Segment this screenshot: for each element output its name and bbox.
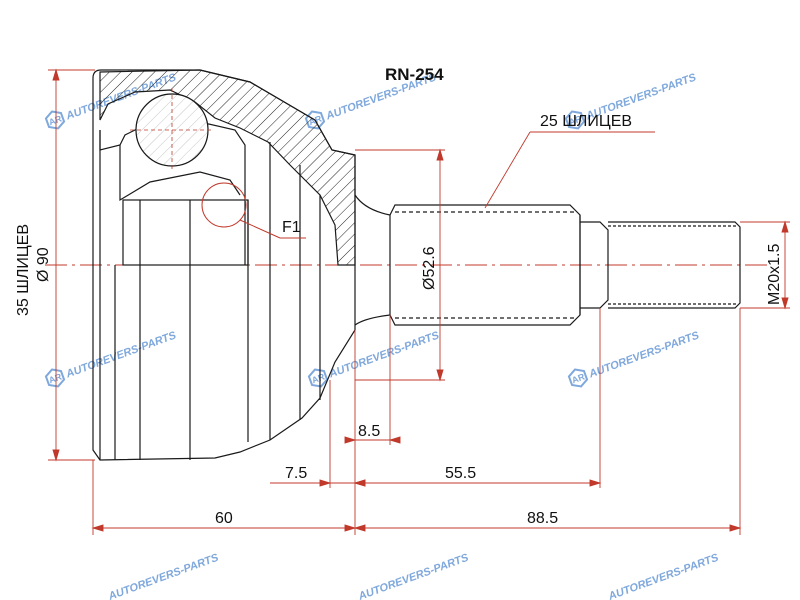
ball-centerlines	[130, 88, 214, 172]
part-number-title: RN-254	[385, 65, 444, 84]
threaded-end	[608, 221, 741, 309]
abs-diameter-label: Ø 90	[35, 247, 52, 282]
watermark-text: AUTOREVERS-PARTS	[106, 552, 221, 600]
watermark-text: AUTOREVERS-PARTS	[356, 552, 471, 600]
dimension-lines	[48, 68, 790, 535]
detail-circle	[201, 182, 247, 228]
watermark-text: AUTOREVERS-PARTS	[327, 329, 442, 381]
dim-88-5: 88.5	[527, 510, 558, 527]
detail-leader	[239, 219, 281, 239]
watermark-text: AUTOREVERS-PARTS	[587, 329, 702, 381]
joint-housing	[92, 69, 391, 461]
inner-hub	[122, 199, 249, 266]
watermark-text: AUTOREVERS-PARTS	[606, 552, 721, 600]
watermark: AUTOREVERS-PARTS	[606, 552, 721, 600]
dim-55-5: 55.5	[445, 465, 476, 482]
dim-7-5: 7.5	[285, 465, 307, 482]
watermark: AUTOREVERS-PARTS	[566, 329, 702, 391]
inner-race-lower	[119, 145, 241, 202]
splines-outer-label: 25 ШЛИЦЕВ	[540, 113, 632, 130]
dim-60: 60	[215, 510, 233, 527]
dim-8-5: 8.5	[358, 423, 380, 440]
stem-transition	[354, 194, 391, 216]
housing-section-hatch	[99, 69, 356, 266]
stub-shaft	[389, 204, 741, 326]
watermark-logo-icon	[43, 107, 67, 133]
flange-diameter-label: Ø52.6	[421, 246, 438, 290]
watermark: AUTOREVERS-PARTS	[43, 329, 179, 391]
watermark: AUTOREVERS-PARTS	[356, 552, 471, 600]
watermark-logo-icon	[566, 365, 590, 391]
watermark: AUTOREVERS-PARTS	[106, 552, 221, 600]
watermark-logo-icon	[43, 365, 67, 391]
neck	[580, 221, 609, 309]
housing-outline	[92, 69, 356, 461]
thread-label: M20x1.5	[766, 244, 783, 305]
detail-label: F1	[282, 219, 301, 236]
splines-inner-label: 35 ШЛИЦЕВ	[15, 224, 32, 316]
watermark-text: AUTOREVERS-PARTS	[64, 329, 179, 381]
